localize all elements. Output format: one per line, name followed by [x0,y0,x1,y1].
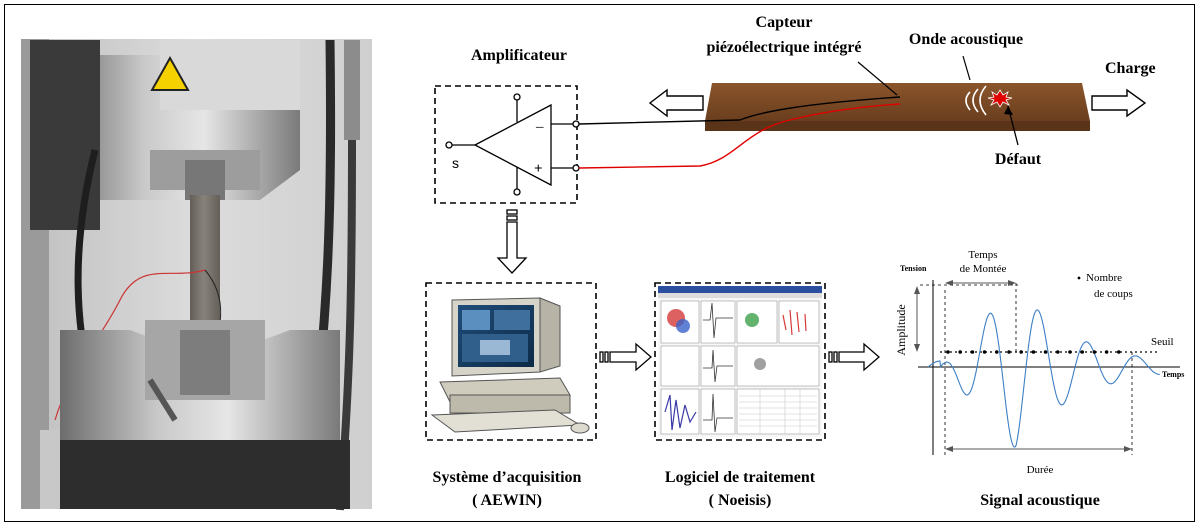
count-marker [995,350,999,354]
load-label: Charge [1105,60,1156,77]
counts-label-1: Nombre [1086,272,1122,284]
count-marker [1092,350,1097,354]
acquisition-box [425,282,597,441]
opamp-minus: – [535,119,544,135]
count-marker [946,350,950,354]
defect-burst [987,89,1013,108]
signal-label: Signal acoustique [980,492,1100,509]
test-machine-photo [21,39,372,511]
computer-illustration [430,297,590,434]
wave-pointer [962,55,971,81]
opamp-symbol [445,93,580,196]
count-marker [1031,350,1036,354]
software-label-2: ( Noeisis) [709,492,772,509]
rise-time-label-1: Temps [968,249,997,261]
defect-label: Défaut [995,151,1042,168]
amplitude-label: Amplitude [894,304,908,355]
amplifier-label: Amplificateur [471,47,567,64]
wave-arcs [965,85,987,116]
arrow-right-1 [599,342,652,372]
signal-waveform [927,309,1160,448]
counts-label-2: de coups [1094,288,1133,300]
load-arrow-right [1091,88,1147,118]
count-marker [982,350,987,354]
count-marker [1104,350,1109,354]
rise-time-label-2: de Montée [960,263,1007,275]
load-arrow-left [648,88,704,118]
amplifier-box [434,85,578,204]
count-marker [1007,350,1011,354]
black-wire [578,96,901,125]
threshold-label: Seuil [1151,336,1174,348]
acquisition-label-2: ( AEWIN) [472,492,542,509]
count-marker [1068,350,1072,354]
count-marker [1117,350,1121,354]
count-marker [970,350,975,354]
software-label-1: Logiciel de traitement [665,469,816,486]
wave-label: Onde acoustique [909,31,1023,48]
software-screenshot [658,286,822,437]
arrow-right-2 [828,342,880,372]
count-markers [946,350,1121,354]
opamp-plus: + [534,161,543,177]
count-marker [1056,350,1060,354]
sensor-label-1: Capteur [756,14,813,31]
count-marker [1043,350,1048,354]
time-axis-label: Temps [1162,370,1184,379]
count-marker [958,350,962,354]
sensor-label-2: piézoélectrique intégré [706,39,861,56]
duration-label: Durée [1027,464,1054,476]
red-wire [578,103,901,169]
sensor-pointer [857,61,898,96]
tension-label: Tension [900,264,927,273]
acoustic-signal-plot: Tension Temps de Montée Nombre de coups … [894,249,1184,476]
opamp-s: s [452,155,459,171]
count-marker [1019,350,1023,354]
arrow-down [496,209,528,274]
count-marker [1080,350,1084,354]
acquisition-label-1: Système d’acquisition [433,469,582,486]
specimen-bar [705,83,1090,131]
software-box [654,282,826,441]
